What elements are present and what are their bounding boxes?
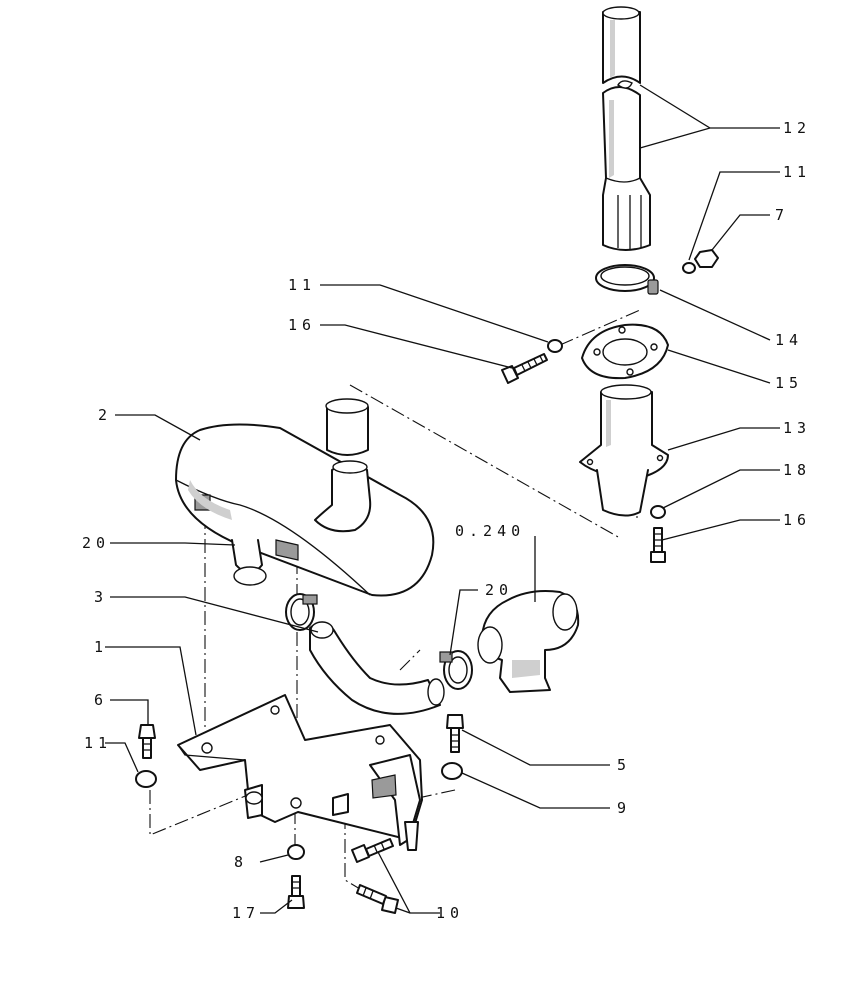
callout-10: 10 xyxy=(436,904,464,922)
bolt-16-right xyxy=(650,527,666,563)
callout-6: 6 xyxy=(94,691,108,709)
bolt-17 xyxy=(287,875,305,909)
washer-9 xyxy=(441,762,463,780)
callout-5: 5 xyxy=(617,756,631,774)
washer-11-left xyxy=(135,770,157,788)
callout-11-middle: 11 xyxy=(288,276,316,294)
callout-labels: 12 11 7 11 16 14 15 13 18 16 2 20 0.240 … xyxy=(82,119,811,922)
callout-20-left: 20 xyxy=(82,534,110,552)
washer-18 xyxy=(650,505,666,519)
nut-7 xyxy=(694,249,719,268)
callout-18: 18 xyxy=(783,461,811,479)
mounting-bracket-1 xyxy=(177,694,423,851)
callout-8: 8 xyxy=(234,853,248,871)
bolt-10-lower xyxy=(356,884,399,914)
callout-11-right: 11 xyxy=(783,163,811,181)
callout-14: 14 xyxy=(775,331,803,349)
washer-11-right xyxy=(682,262,696,274)
leader-lines xyxy=(105,84,780,914)
bolt-5 xyxy=(446,714,464,753)
hose-clamp-20-right xyxy=(439,650,473,690)
callout-12: 12 xyxy=(783,119,811,137)
washer-8 xyxy=(287,844,305,860)
tail-pipe-12 xyxy=(602,6,651,251)
turbo-housing-ref xyxy=(477,590,580,693)
muffler-2 xyxy=(175,423,435,597)
callout-20-right: 20 xyxy=(485,581,513,599)
callout-7: 7 xyxy=(775,206,789,224)
callout-16-middle: 16 xyxy=(288,316,316,334)
bolt-10-upper xyxy=(351,838,394,863)
bolt-6 xyxy=(138,724,156,759)
hose-clamp-20-left xyxy=(285,593,318,631)
callout-13: 13 xyxy=(783,419,811,437)
callout-ref-0240: 0.240 xyxy=(455,522,525,540)
bolt-16-middle xyxy=(501,353,548,384)
callout-9: 9 xyxy=(617,799,631,817)
callout-1: 1 xyxy=(94,638,108,656)
flange-gasket-15 xyxy=(581,323,669,380)
callout-15: 15 xyxy=(775,374,803,392)
inlet-stub-pipe xyxy=(325,398,369,456)
callout-16-right: 16 xyxy=(783,511,811,529)
elbow-pipe-3 xyxy=(309,621,445,715)
outlet-pipe-13 xyxy=(579,384,669,517)
callout-17: 17 xyxy=(232,904,260,922)
callout-3: 3 xyxy=(94,588,108,606)
callout-11-left: 11 xyxy=(84,734,112,752)
clamp-band-14 xyxy=(595,264,659,295)
washer-11-middle xyxy=(547,339,563,353)
callout-2: 2 xyxy=(98,406,112,424)
